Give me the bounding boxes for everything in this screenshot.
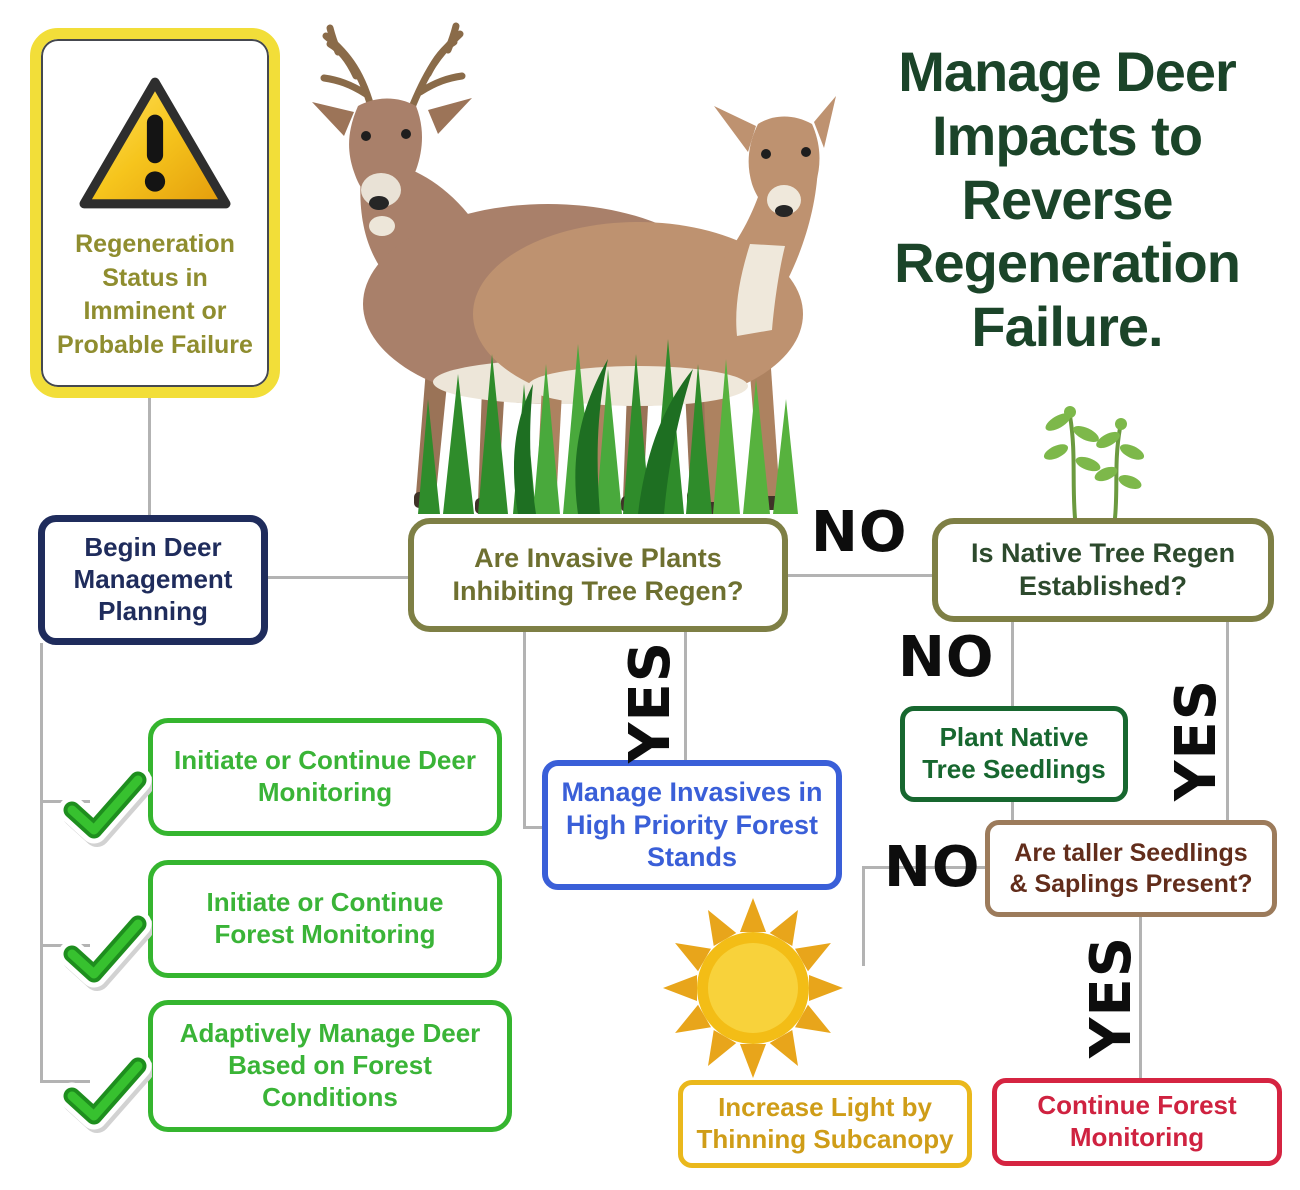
manage-invasives-box: Manage Invasives in High Priority Forest… (542, 760, 842, 890)
connector-native-taller (1226, 620, 1229, 822)
page-title: Manage Deer Impacts to Reverse Regenerat… (894, 40, 1241, 359)
edge-label-yes-invasive: YES (618, 640, 683, 764)
action-adaptive-management-label: Adaptively Manage Deer Based on Forest C… (179, 1018, 481, 1112)
connector-invasive-native (786, 574, 934, 577)
buck-deer (312, 22, 733, 514)
connector-native-plant (1011, 620, 1014, 708)
native-regen-question-box: Is Native Tree Regen Established? (932, 518, 1274, 622)
connector-action3 (40, 1080, 90, 1083)
edge-label-no-taller: NO (884, 835, 981, 900)
connector-invasive-manage-h (523, 826, 545, 829)
grass-illustration (418, 339, 798, 514)
continue-monitoring-box: Continue Forest Monitoring (992, 1078, 1282, 1166)
increase-light-box: Increase Light by Thinning Subcanopy (678, 1080, 972, 1168)
deer-illustration (312, 22, 836, 514)
check-icon (60, 912, 152, 991)
edge-label-no-native: NO (898, 625, 995, 690)
seedlings-illustration (1043, 406, 1145, 520)
check-icon (60, 768, 152, 847)
invasive-plants-question-box: Are Invasive Plants Inhibiting Tree Rege… (408, 518, 788, 632)
check-icon (60, 1054, 152, 1133)
connector-invasive-yes (684, 630, 687, 762)
doe-deer (473, 96, 836, 514)
plant-native-seedlings-label: Plant Native Tree Seedlings (922, 722, 1106, 784)
edge-label-no-invasive: NO (811, 500, 908, 565)
antlers-icon (320, 22, 466, 118)
plant-native-seedlings-box: Plant Native Tree Seedlings (900, 706, 1128, 802)
connector-plant-taller (1011, 800, 1014, 822)
sun-rays (663, 898, 843, 1078)
connector-invasive-manage-v (523, 630, 526, 828)
connector-taller-continue (1139, 915, 1142, 1080)
warning-triangle-icon (71, 70, 239, 222)
taller-seedlings-question-label: Are taller Seedlings & Saplings Present? (1009, 839, 1253, 898)
invasive-plants-question-label: Are Invasive Plants Inhibiting Tree Rege… (452, 543, 744, 606)
continue-monitoring-label: Continue Forest Monitoring (1037, 1090, 1237, 1152)
connector-taller-no-h (862, 866, 987, 869)
alert-box: Regeneration Status in Imminent or Proba… (30, 28, 280, 398)
sun-icon (663, 898, 843, 1078)
connector-taller-no-v (862, 866, 865, 966)
increase-light-label: Increase Light by Thinning Subcanopy (696, 1092, 954, 1154)
action-deer-monitoring-label: Initiate or Continue Deer Monitoring (174, 745, 476, 807)
taller-seedlings-question-box: Are taller Seedlings & Saplings Present? (985, 820, 1277, 917)
native-regen-question-label: Is Native Tree Regen Established? (970, 538, 1236, 601)
connector-begin-actions (40, 643, 43, 1083)
action-deer-monitoring-box: Initiate or Continue Deer Monitoring (148, 718, 502, 836)
alert-label: Regeneration Status in Imminent or Proba… (57, 230, 253, 359)
action-forest-monitoring-label: Initiate or Continue Forest Monitoring (206, 887, 444, 949)
edge-label-yes-taller: YES (1079, 935, 1144, 1059)
begin-deer-management-label: Begin Deer Management Planning (73, 532, 233, 626)
connector-begin-invasive (266, 576, 410, 579)
edge-label-yes-native: YES (1164, 678, 1229, 802)
manage-invasives-label: Manage Invasives in High Priority Forest… (561, 776, 823, 873)
action-forest-monitoring-box: Initiate or Continue Forest Monitoring (148, 860, 502, 978)
connector-alert-begin (148, 396, 151, 516)
begin-deer-management-box: Begin Deer Management Planning (38, 515, 268, 645)
action-adaptive-management-box: Adaptively Manage Deer Based on Forest C… (148, 1000, 512, 1132)
